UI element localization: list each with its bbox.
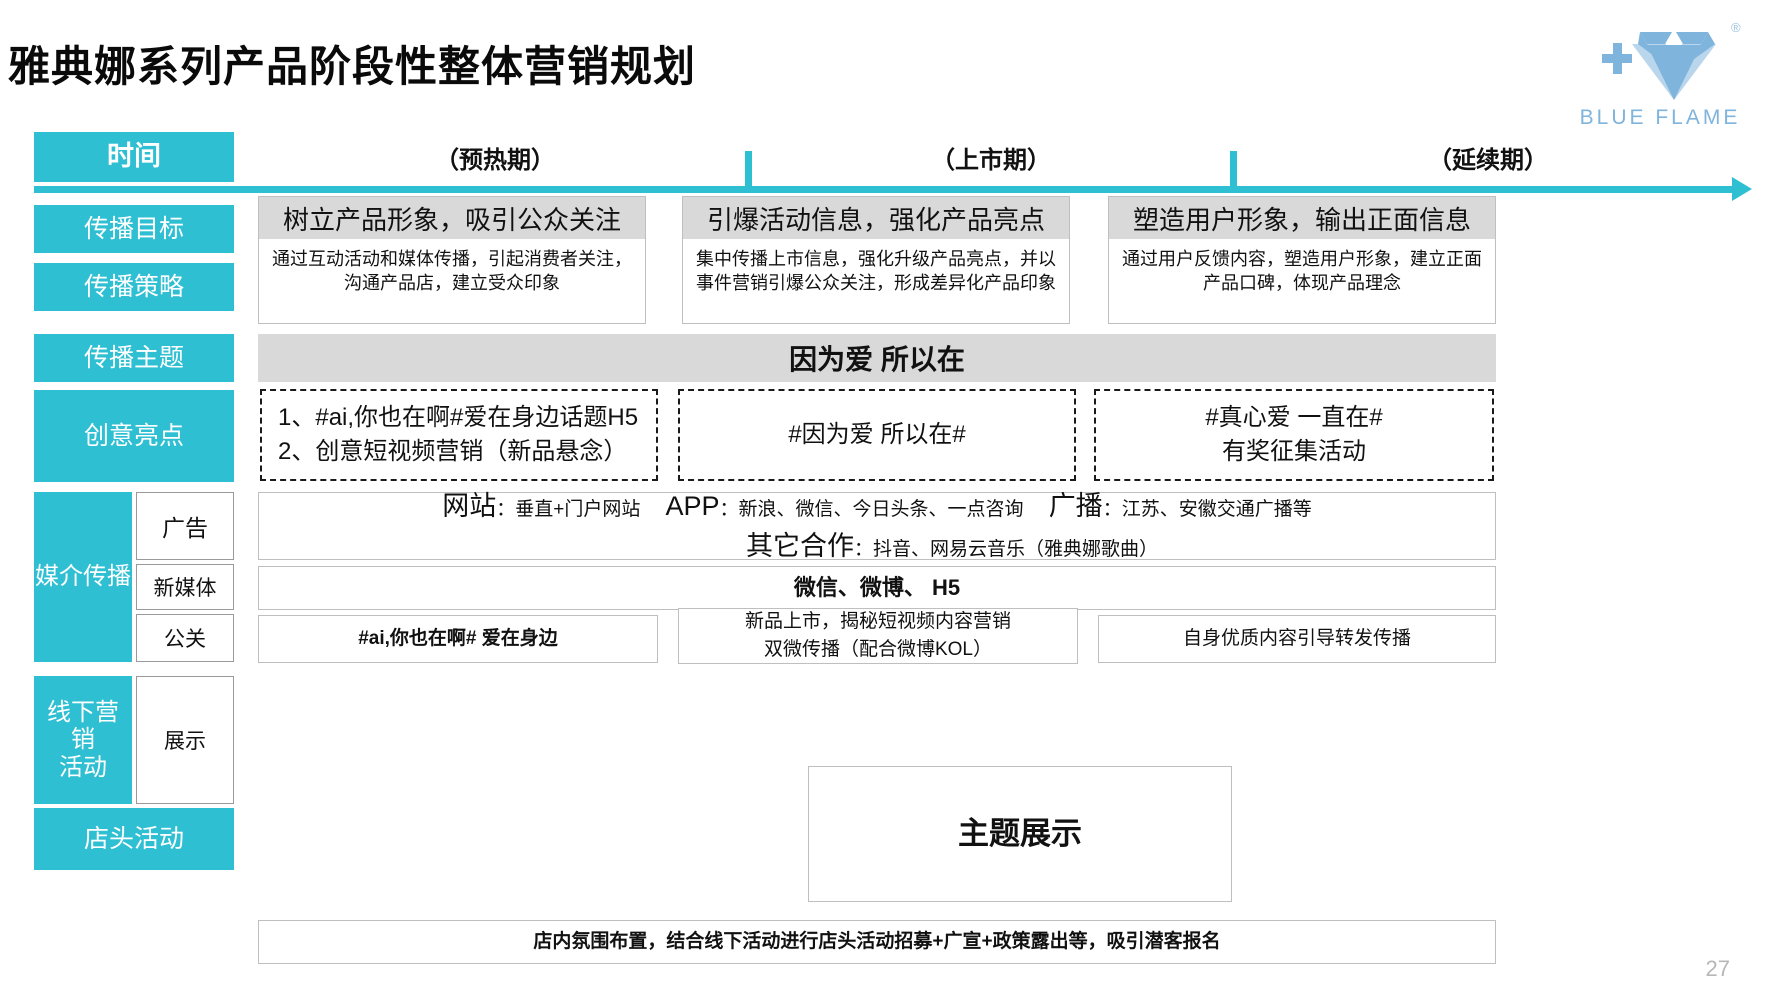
goal-strategy-box-0: 树立产品形象，吸引公众关注 通过互动活动和媒体传播，引起消费者关注，沟通产品店，… — [258, 196, 646, 324]
page-title: 雅典娜系列产品阶段性整体营销规划 — [8, 43, 697, 90]
media-ad-other-value: ：抖音、网易云音乐（雅典娜歌曲） — [853, 539, 1158, 560]
media-ad-radio-value: ：江苏、安徽交通广播等 — [1102, 498, 1312, 520]
timeline-axis — [34, 186, 1734, 193]
logo: ® BLUE FLAME — [1560, 14, 1760, 134]
media-ad-website-value: ：垂直+门户网站 — [496, 498, 641, 520]
registered-mark: ® — [1731, 20, 1741, 35]
row-label-goal: 传播目标 — [34, 205, 234, 253]
goal-strategy-box-2: 塑造用户形象，输出正面信息 通过用户反馈内容，塑造用户形象，建立正面产品口碑，体… — [1108, 196, 1496, 324]
logo-text: BLUE FLAME — [1579, 106, 1741, 129]
timeline-tick-1 — [745, 151, 752, 189]
row-label-time: 时间 — [34, 132, 234, 182]
media-ad-app-label: APP — [665, 490, 720, 521]
media-newmedia-box: 微信、微博、 H5 — [258, 566, 1496, 610]
blue-flame-diamond-icon: ® — [1602, 20, 1741, 100]
phase-header-2: （延续期） — [1428, 146, 1548, 174]
media-subtab-ad[interactable]: 广告 — [136, 492, 234, 560]
media-ad-box: 网站：垂直+门户网站 APP：新浪、微信、今日头条、一点咨询 广播：江苏、安徽交… — [258, 491, 1496, 561]
timeline-tick-2 — [1230, 151, 1237, 189]
row-label-media: 媒介传播 — [34, 492, 132, 662]
goal-text-0: 树立产品形象，吸引公众关注 — [259, 197, 645, 239]
goal-strategy-box-1: 引爆活动信息，强化产品亮点 集中传播上市信息，强化升级产品亮点，并以事件营销引爆… — [682, 196, 1070, 324]
row-label-strategy: 传播策略 — [34, 263, 234, 311]
media-pr-box-0: #ai,你也在啊# 爱在身边 — [258, 615, 658, 663]
strategy-text-1: 集中传播上市信息，强化升级产品亮点，并以事件营销引爆公众关注，形成差异化产品印象 — [696, 249, 1056, 294]
media-subtab-newmedia[interactable]: 新媒体 — [136, 564, 234, 610]
media-ad-line-2: 其它合作：抖音、网易云音乐（雅典娜歌曲） — [596, 526, 1158, 567]
store-activity-box: 店内氛围布置，结合线下活动进行店头活动招募+广宣+政策露出等，吸引潜客报名 — [258, 920, 1496, 964]
goal-text-1: 引爆活动信息，强化产品亮点 — [683, 197, 1069, 239]
goal-text-2: 塑造用户形象，输出正面信息 — [1109, 197, 1495, 239]
theme-text: 因为爱 所以在 — [258, 334, 1496, 382]
media-pr-box-2: 自身优质内容引导转发传播 — [1098, 615, 1496, 663]
media-ad-website-label: 网站 — [442, 490, 497, 521]
strategy-text-0: 通过互动活动和媒体传播，引起消费者关注，沟通产品店，建立受众印象 — [272, 249, 632, 294]
media-ad-radio-label: 广播 — [1048, 490, 1103, 521]
timeline-arrow-icon — [1732, 177, 1752, 201]
row-label-store: 店头活动 — [34, 808, 234, 870]
phase-header-1: （上市期） — [931, 146, 1051, 174]
row-label-offline-line-2: 活动 — [59, 753, 107, 781]
phase-header-0: （预热期） — [435, 146, 555, 174]
row-label-offline: 线下营 销 活动 — [34, 676, 132, 804]
row-label-creative: 创意亮点 — [34, 390, 234, 482]
media-ad-line-1: 网站：垂直+门户网站 APP：新浪、微信、今日头条、一点咨询 广播：江苏、安徽交… — [442, 486, 1311, 527]
creative-box-1: #因为爱 所以在# — [678, 389, 1076, 481]
row-label-theme: 传播主题 — [34, 334, 234, 382]
media-pr-box-1: 新品上市，揭秘短视频内容营销双微传播（配合微博KOL） — [678, 608, 1078, 664]
row-label-offline-line-0: 线下营 — [47, 698, 119, 726]
page-number: 27 — [1705, 956, 1730, 981]
strategy-text-2: 通过用户反馈内容，塑造用户形象，建立正面产品口碑，体现产品理念 — [1122, 249, 1482, 294]
media-ad-other-label: 其它合作 — [745, 531, 854, 561]
media-subtab-pr[interactable]: 公关 — [136, 614, 234, 662]
offline-subtab-display[interactable]: 展示 — [136, 676, 234, 804]
media-ad-app-value: ：新浪、微信、今日头条、一点咨询 — [719, 498, 1024, 520]
creative-box-2: #真心爱 一直在#有奖征集活动 — [1094, 389, 1494, 481]
offline-display-box: 主题展示 — [808, 766, 1232, 902]
row-label-offline-line-1: 销 — [71, 726, 95, 754]
